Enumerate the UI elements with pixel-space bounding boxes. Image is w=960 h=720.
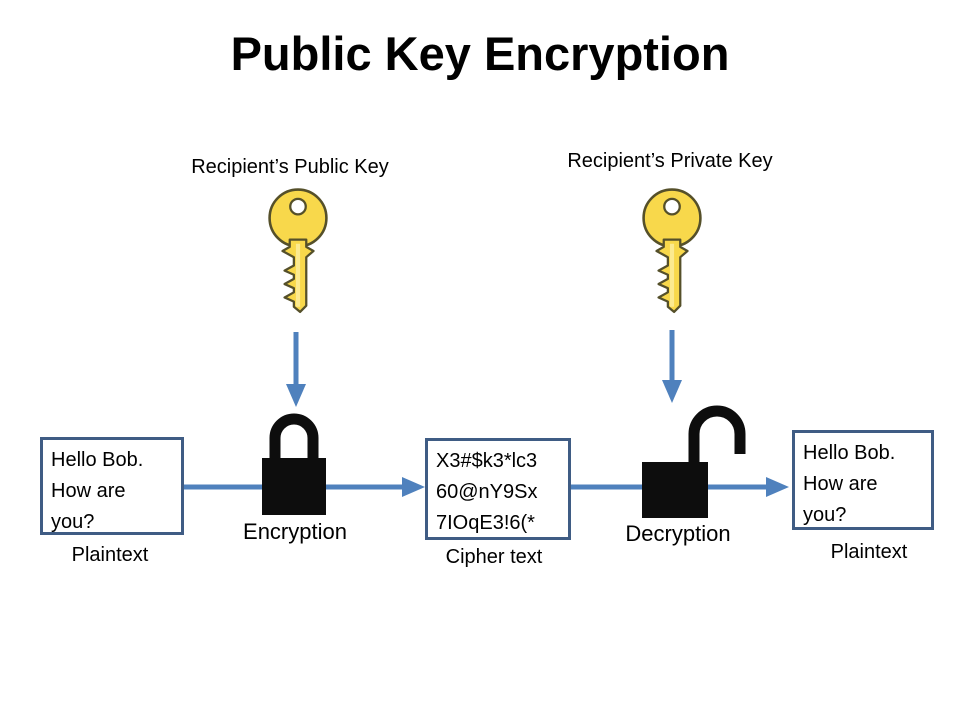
ciphertext-caption: Cipher text	[445, 546, 543, 568]
plaintext-box-left: Hello Bob. How are you?	[40, 437, 184, 535]
public-key-label: Recipient’s Public Key	[191, 156, 389, 178]
key-icon	[642, 188, 702, 314]
page-title: Public Key Encryption	[230, 27, 730, 80]
arrow-down-icon	[662, 330, 682, 403]
ciphertext-box: X3#$k3*lc3 60@nY9Sx 7IOqE3!6(*	[425, 438, 571, 540]
plaintext-caption-left: Plaintext	[71, 544, 149, 566]
closed-padlock-icon	[262, 413, 326, 515]
decryption-label: Decryption	[625, 521, 731, 546]
encryption-label: Encryption	[243, 519, 347, 544]
key-icon	[268, 188, 328, 314]
plaintext-box-right: Hello Bob. How are you?	[792, 430, 934, 530]
arrow-down-icon	[286, 332, 306, 407]
private-key-label: Recipient’s Private Key	[567, 150, 773, 172]
plaintext-caption-right: Plaintext	[830, 541, 908, 563]
open-padlock-icon	[642, 405, 746, 518]
